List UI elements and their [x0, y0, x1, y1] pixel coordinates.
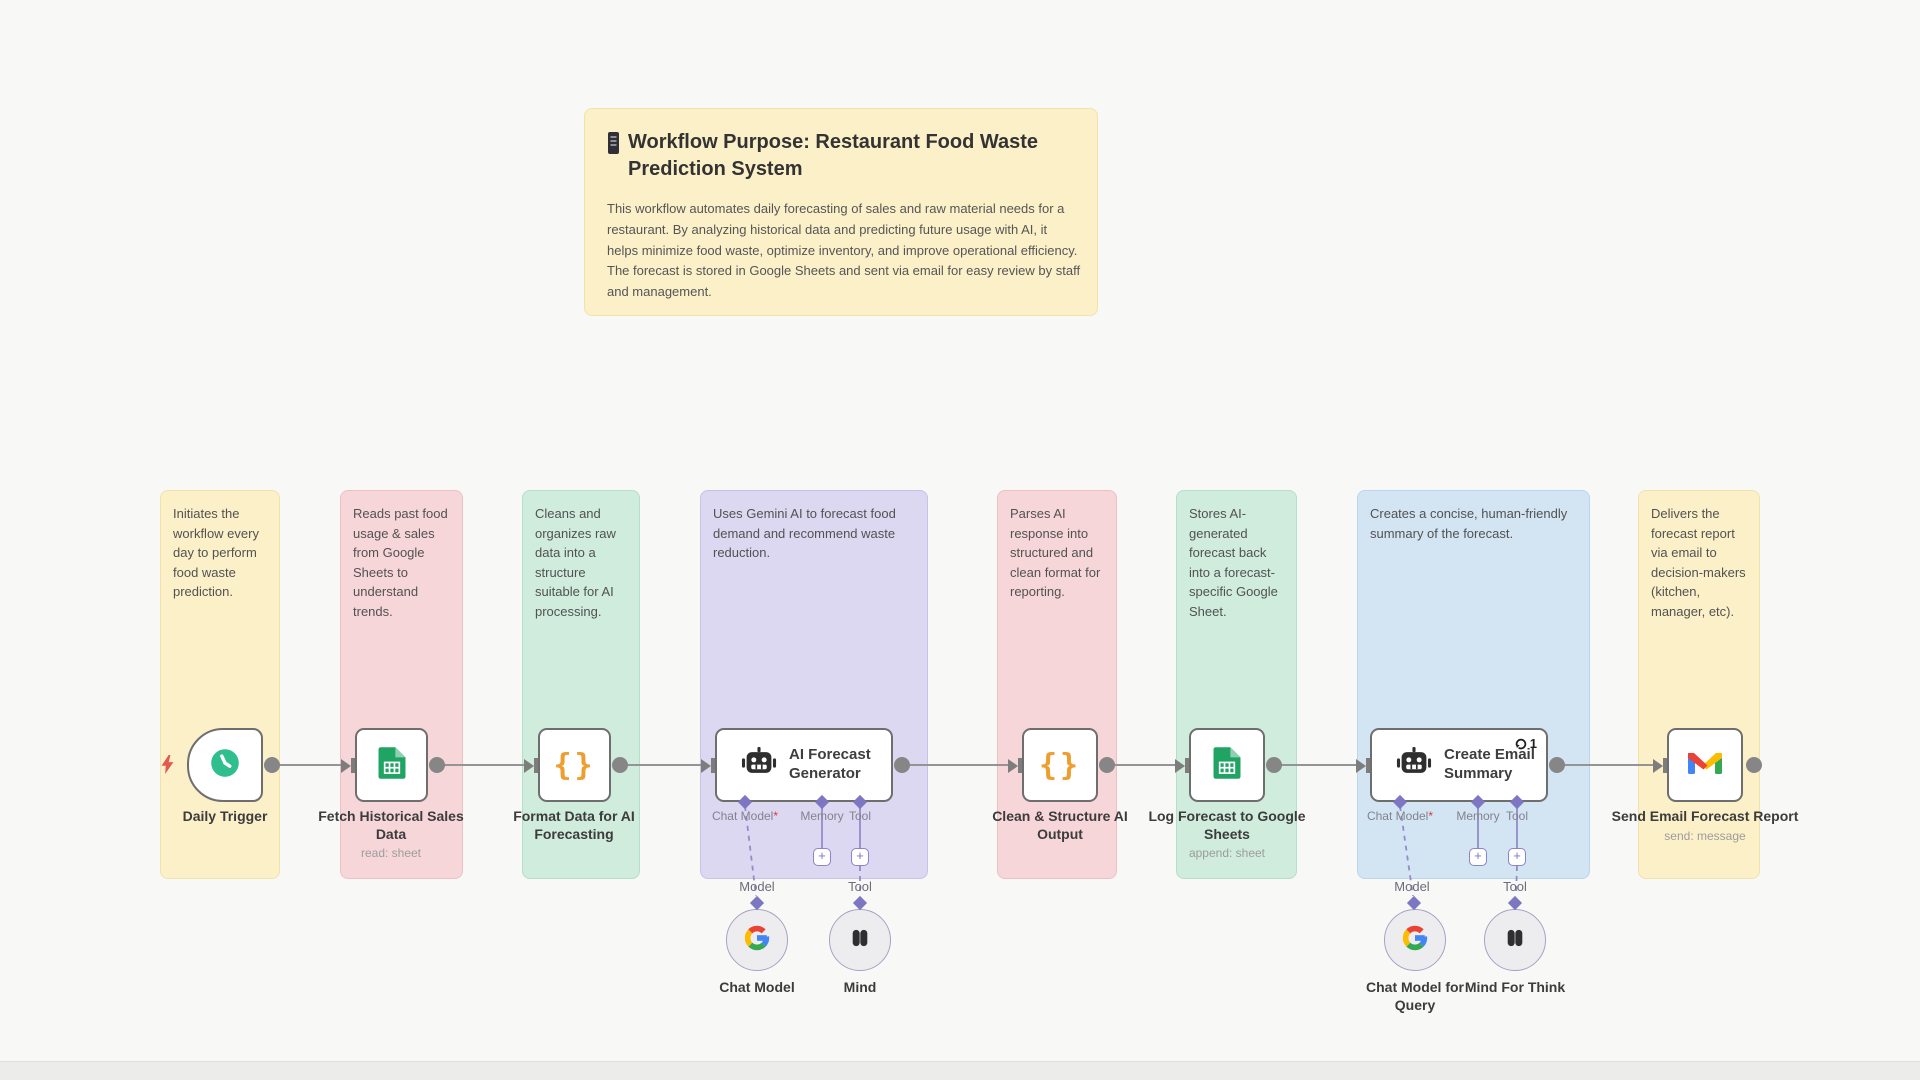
robot-icon: [1396, 747, 1432, 783]
node-fetch-sales[interactable]: [355, 728, 428, 802]
output-connector[interactable]: [429, 757, 445, 773]
google-sheets-icon: [376, 745, 408, 786]
port-label-tool: Tool: [848, 809, 871, 823]
sticky-note-log[interactable]: Stores AI-generated forecast back into a…: [1176, 490, 1297, 879]
input-connector[interactable]: [341, 758, 355, 773]
port-label-chat-model: Chat Model*: [711, 809, 779, 823]
run-count-badge: 1: [1514, 736, 1537, 751]
google-g-icon: [1400, 923, 1430, 958]
sticky-note-clean[interactable]: Parses AI response into structured and c…: [997, 490, 1117, 879]
sticky-note-send[interactable]: Delivers the forecast report via email t…: [1638, 490, 1760, 879]
robot-icon: [741, 747, 777, 783]
header-body: This workflow automates daily forecastin…: [607, 201, 1081, 300]
google-sheets-icon: [1211, 745, 1243, 786]
output-connector[interactable]: [1549, 757, 1565, 773]
bottom-scroll-area[interactable]: [0, 1061, 1920, 1080]
subnode-label-mind: Mind: [843, 979, 877, 995]
subnode-label-mind-for-think: Mind For Think: [1464, 979, 1566, 995]
input-connector[interactable]: [1175, 758, 1189, 773]
lightning-bolt-icon: [160, 755, 175, 779]
node-log-forecast[interactable]: [1189, 728, 1265, 802]
output-connector[interactable]: [1099, 757, 1115, 773]
connection-label-model: Model: [739, 879, 775, 894]
subnode-label-chat-model: Chat Model: [719, 979, 795, 995]
node-clean-output[interactable]: {}: [1022, 728, 1098, 802]
node-label-clean-output: Clean & Structure AI Output: [992, 808, 1128, 842]
sticky-note-fetch[interactable]: Reads past food usage & sales from Googl…: [340, 490, 463, 879]
subnode-label-chat-model-query: Chat Model for Query: [1366, 979, 1464, 1014]
node-send-email[interactable]: [1667, 728, 1743, 802]
sticky-note-email-summary[interactable]: Creates a concise, human-friendly summar…: [1357, 490, 1590, 879]
port-label-memory: Memory: [1456, 809, 1500, 823]
subnode-chat-model[interactable]: [726, 909, 788, 971]
input-connector[interactable]: [1356, 758, 1370, 773]
clock-icon: [208, 746, 242, 785]
gmail-icon: [1685, 748, 1725, 783]
output-connector[interactable]: [1746, 757, 1762, 773]
input-connector[interactable]: [1008, 758, 1022, 773]
input-connector[interactable]: [701, 758, 715, 773]
add-memory-button[interactable]: +: [813, 848, 831, 866]
input-connector[interactable]: [524, 758, 538, 773]
node-daily-trigger[interactable]: [187, 728, 263, 802]
add-memory-button[interactable]: +: [1469, 848, 1487, 866]
output-connector[interactable]: [1266, 757, 1282, 773]
output-connector[interactable]: [612, 757, 628, 773]
add-tool-button[interactable]: +: [851, 848, 869, 866]
subnode-chat-model-query[interactable]: [1384, 909, 1446, 971]
sticky-note-daily-trigger[interactable]: Initiates the workflow every day to perf…: [160, 490, 280, 879]
input-connector[interactable]: [1653, 758, 1667, 773]
output-connector[interactable]: [894, 757, 910, 773]
header-title: Workflow Purpose: Restaurant Food Waste …: [607, 129, 1075, 183]
sticky-note-format[interactable]: Cleans and organizes raw data into a str…: [522, 490, 640, 879]
connection-label-tool: Tool: [1503, 879, 1527, 894]
sticky-note-header[interactable]: Workflow Purpose: Restaurant Food Waste …: [584, 108, 1098, 316]
connection-label-tool: Tool: [848, 879, 872, 894]
node-label-format-data: Format Data for AI Forecasting: [513, 808, 635, 842]
receipt-icon: [607, 129, 620, 163]
code-braces-icon: {}: [1038, 747, 1082, 783]
subnode-mind-for-think[interactable]: [1484, 909, 1546, 971]
port-label-memory: Memory: [800, 809, 844, 823]
add-tool-button[interactable]: +: [1508, 848, 1526, 866]
node-format-data[interactable]: {}: [538, 728, 611, 802]
brain-icon: [1502, 925, 1528, 956]
node-ai-forecast-generator[interactable]: AI Forecast Generator: [715, 728, 893, 802]
brain-icon: [847, 925, 873, 956]
output-connector[interactable]: [264, 757, 280, 773]
sticky-note-ai-forecast[interactable]: Uses Gemini AI to forecast food demand a…: [700, 490, 928, 879]
connection-label-model: Model: [1394, 879, 1430, 894]
code-braces-icon: {}: [553, 747, 596, 783]
node-create-email-summary[interactable]: 1 Create Email Summary: [1370, 728, 1548, 802]
node-label-daily-trigger: Daily Trigger: [182, 808, 268, 824]
port-label-chat-model: Chat Model*: [1366, 809, 1434, 823]
subnode-mind[interactable]: [829, 909, 891, 971]
loop-icon: [1515, 738, 1526, 749]
port-label-tool: Tool: [1505, 809, 1528, 823]
google-g-icon: [742, 923, 772, 958]
